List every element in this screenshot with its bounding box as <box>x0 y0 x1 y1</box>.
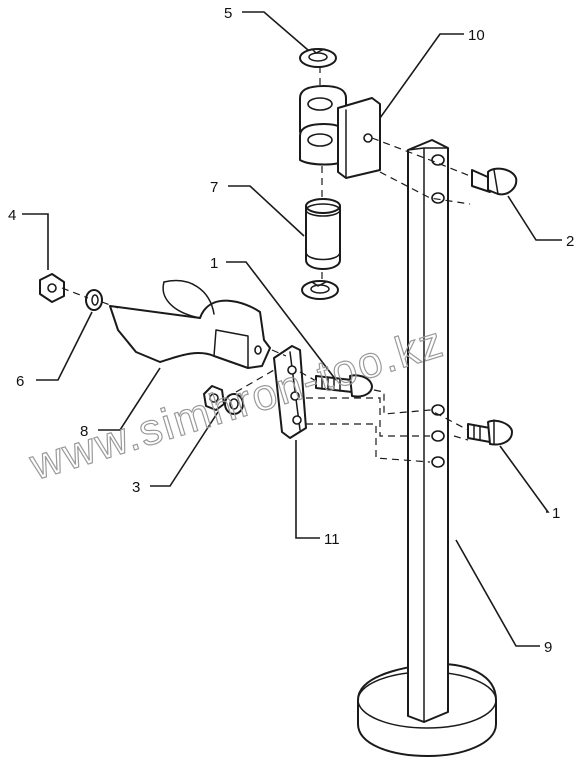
callout-1-upper: 1 <box>210 255 218 272</box>
leader-lines <box>22 11 562 647</box>
part-1-bolt-lower <box>467 419 513 446</box>
callout-9: 9 <box>544 639 552 656</box>
callout-labels: 5 10 7 4 2 1 6 8 3 11 1 9 <box>8 5 574 656</box>
callout-10: 10 <box>468 27 485 44</box>
callout-1-lower: 1 <box>552 505 560 522</box>
part-6-lock-washer <box>85 289 103 311</box>
part-7-bushing <box>305 198 341 270</box>
assembly-centerlines <box>61 66 471 463</box>
part-1-bolt-upper <box>315 374 373 398</box>
callout-4: 4 <box>8 207 16 224</box>
part-4-square-nut <box>39 273 65 303</box>
part-10-hinge-bracket <box>299 85 381 179</box>
part-9-post-stand <box>357 139 497 757</box>
callout-6: 6 <box>16 373 24 390</box>
lower-retaining-clip <box>301 280 339 300</box>
part-3-nut-washer <box>203 385 244 415</box>
callout-7: 7 <box>210 179 218 196</box>
callout-8: 8 <box>80 423 88 440</box>
part-5-retaining-clip <box>299 48 337 68</box>
part-11-mounting-plate <box>273 345 307 439</box>
part-8-clamp <box>109 279 271 369</box>
callout-5: 5 <box>224 5 232 22</box>
callout-2: 2 <box>566 233 574 250</box>
part-2-bolt <box>471 167 518 196</box>
callout-11: 11 <box>324 531 340 548</box>
callout-3: 3 <box>132 479 140 496</box>
